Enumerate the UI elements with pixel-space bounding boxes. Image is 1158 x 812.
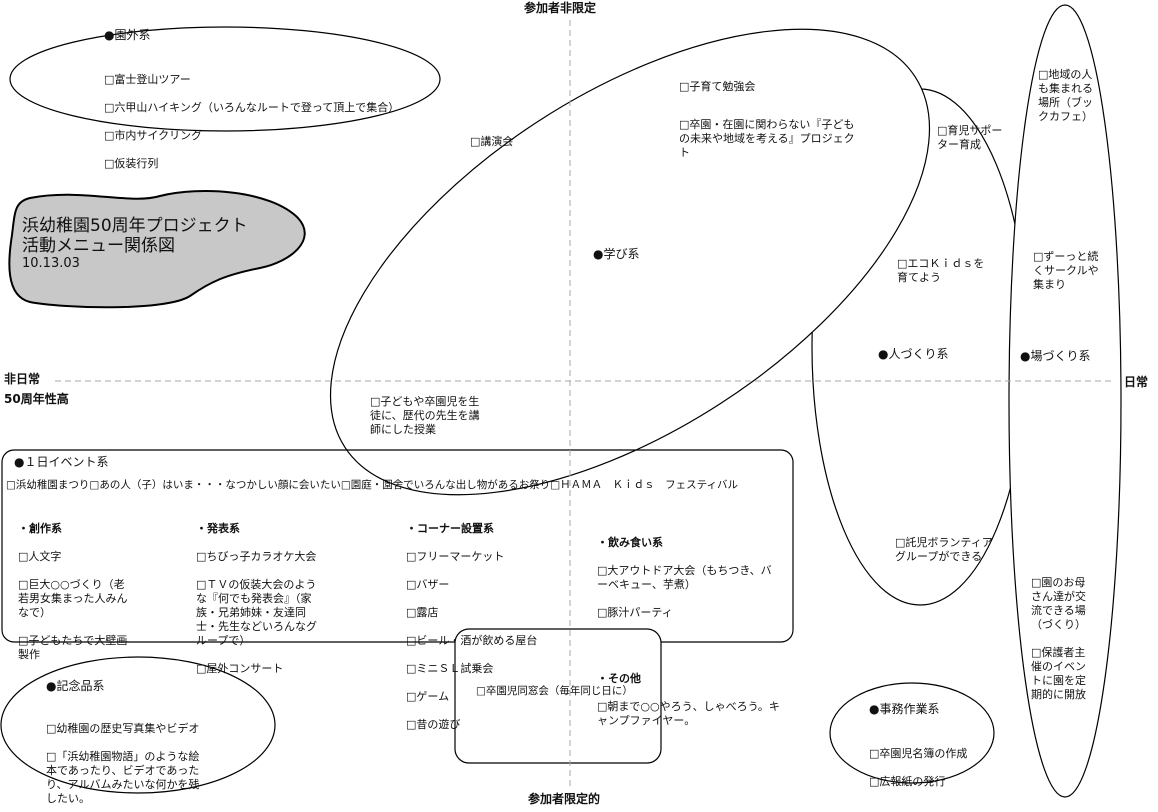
list-item: □子どもたちで大壁画製作	[18, 634, 128, 661]
list-item: □昔の遊び	[406, 718, 461, 731]
dousoukai-box	[454, 628, 662, 764]
list-item: □保護者主催のイベントに園を定期的に開放	[1031, 646, 1086, 701]
list-item: □子育て勉強会	[679, 80, 756, 93]
list-item: □人文字	[18, 550, 62, 563]
list-item: □市内サイクリング	[104, 129, 203, 142]
list-item: □育児サポーター育成	[937, 124, 1003, 151]
title-blob	[8, 190, 306, 309]
jimu-list: □卒園児名簿の作成 □広報紙の発行	[869, 733, 967, 803]
kinenhin-ellipse	[0, 656, 276, 794]
enkai-ellipse	[9, 26, 441, 132]
list-item: □朝まで○○やろう、しゃべろう。キャンプファイヤー。	[597, 700, 780, 727]
event-group-sonota: ・その他 □朝まで○○やろう、しゃべろう。キャンプファイヤー。	[597, 658, 782, 742]
list-item: □幼稚園の歴史写真集やビデオ	[46, 722, 200, 735]
kinenhin-heading: ●記念品系	[46, 679, 105, 693]
hitozukuri-heading: ●人づくり系	[878, 347, 949, 361]
event-group-sousaku: ・創作系 □人文字 □巨大○○づくり（老若男女集まった人みんなで） □子どもたち…	[18, 508, 134, 676]
title-line2: 活動メニュー関係図	[22, 236, 175, 256]
list-item: □卒園・在園に関わらない『子どもの未来や地域を考える』プロジェクト	[679, 118, 855, 159]
axis-label-bottom: 参加者限定的	[528, 792, 601, 806]
group-heading: ・コーナー設置系	[406, 522, 494, 535]
bazukuri-ellipse	[1008, 4, 1122, 798]
bazukuri-lower-list: □園のお母さん達が交流できる場（づくり） □保護者主催のイベントに園を定期的に開…	[1031, 562, 1091, 716]
list-item: □託児ボランティアグループができる	[895, 536, 993, 563]
manabi-heading: ●学び系	[593, 247, 640, 261]
event-heading: ●１日イベント系	[14, 455, 109, 469]
event-group-right-column: ・飲み食い系 □大アウトドア大会（もちつき、バーベキュー、芋煮） □豚汁パーティ…	[597, 508, 782, 756]
list-item: □子どもや卒園児を生徒に、歴代の先生を講師にした授業	[370, 395, 480, 436]
event-group-corner: ・コーナー設置系 □フリーマーケット □バザー □露店 □ビール・酒が飲める屋台…	[406, 508, 556, 746]
list-item: □富士登山ツアー	[104, 73, 191, 86]
list-item: □六甲山ハイキング（いろんなルートで登って頂上で集合）	[104, 101, 400, 114]
list-item: □大アウトドア大会（もちつき、バーベキュー、芋煮）	[597, 564, 772, 591]
axis-label-right: 日常	[1124, 375, 1149, 389]
diagram-title: 浜幼稚園50周年プロジェクト 活動メニュー関係図 10.13.03	[22, 216, 248, 271]
group-heading: ・創作系	[18, 522, 62, 535]
kinenhin-list: □幼稚園の歴史写真集やビデオ □「浜幼稚園物語」のような絵本であったり、ビデオで…	[46, 708, 210, 812]
list-item: □ＴＶの仮装大会のような『何でも発表会』（家族・兄弟姉妹・友達同士・先生などいろ…	[196, 578, 317, 647]
title-date: 10.13.03	[22, 256, 80, 271]
list-item: □地域の人も集まれる場所（ブックカフェ）	[1038, 68, 1093, 123]
group-heading: ・その他	[597, 672, 641, 685]
list-item: □豚汁パーティ	[597, 606, 673, 619]
jimu-heading: ●事務作業系	[869, 702, 940, 716]
title-line1: 浜幼稚園50周年プロジェクト	[22, 216, 248, 236]
axis-label-left: 非日常	[4, 372, 41, 386]
event-summary: □浜幼稚園まつり□あの人（子）はいま・・・なつかしい顔に会いたい□園庭・園舎でい…	[6, 479, 739, 491]
list-item: □バザー	[406, 578, 450, 591]
manabi-ellipse	[329, 28, 931, 496]
list-item: □仮装行列	[104, 157, 159, 170]
axis-label-left-sub: 50周年性高	[4, 392, 69, 406]
event-group-nomikui: ・飲み食い系 □大アウトドア大会（もちつき、バーベキュー、芋煮） □豚汁パーティ	[597, 522, 782, 634]
axis-label-top: 参加者非限定	[524, 1, 597, 15]
bazukuri-heading: ●場づくり系	[1020, 349, 1091, 363]
list-item: □卒園児名簿の作成	[869, 747, 968, 760]
list-item: □ミニＳＬ試乗会	[406, 662, 494, 675]
manabi-list: □子育て勉強会 □卒園・在園に関わらない『子どもの未来や地域を考える』プロジェク…	[679, 66, 864, 174]
list-item: □屋外コンサート	[196, 662, 284, 675]
list-item: □ビール・酒が飲める屋台	[406, 634, 538, 647]
list-item: □エコＫｉｄｓを育てよう	[897, 257, 985, 284]
group-heading: ・飲み食い系	[597, 536, 663, 549]
group-heading: ・発表系	[196, 522, 240, 535]
list-item: □巨大○○づくり（老若男女集まった人みんなで）	[18, 578, 128, 619]
list-item: □園のお母さん達が交流できる場（づくり）	[1031, 576, 1086, 631]
list-item: □「浜幼稚園物語」のような絵本であったり、ビデオであったり、アルバムみたいな何か…	[46, 750, 200, 805]
list-item: □ゲーム	[406, 690, 450, 703]
enkai-list: □富士登山ツアー □六甲山ハイキング（いろんなルートで登って頂上で集合） □市内…	[104, 59, 399, 185]
list-item: □ずーっと続くサークルや集まり	[1033, 250, 1099, 291]
event-group-happyou: ・発表系 □ちびっ子カラオケ大会 □ＴＶの仮装大会のような『何でも発表会』（家族…	[196, 508, 322, 690]
list-item: □講演会	[470, 135, 514, 148]
jimu-ellipse	[829, 682, 995, 784]
dousoukai-item: □卒園児同窓会（毎年同じ日に）	[476, 685, 633, 697]
list-item: □ちびっ子カラオケ大会	[196, 550, 317, 563]
list-item: □露店	[406, 606, 439, 619]
enkai-heading: ●園外系	[104, 28, 151, 42]
list-item: □フリーマーケット	[406, 550, 505, 563]
list-item: □広報紙の発行	[869, 775, 946, 788]
event-box	[1, 449, 794, 643]
